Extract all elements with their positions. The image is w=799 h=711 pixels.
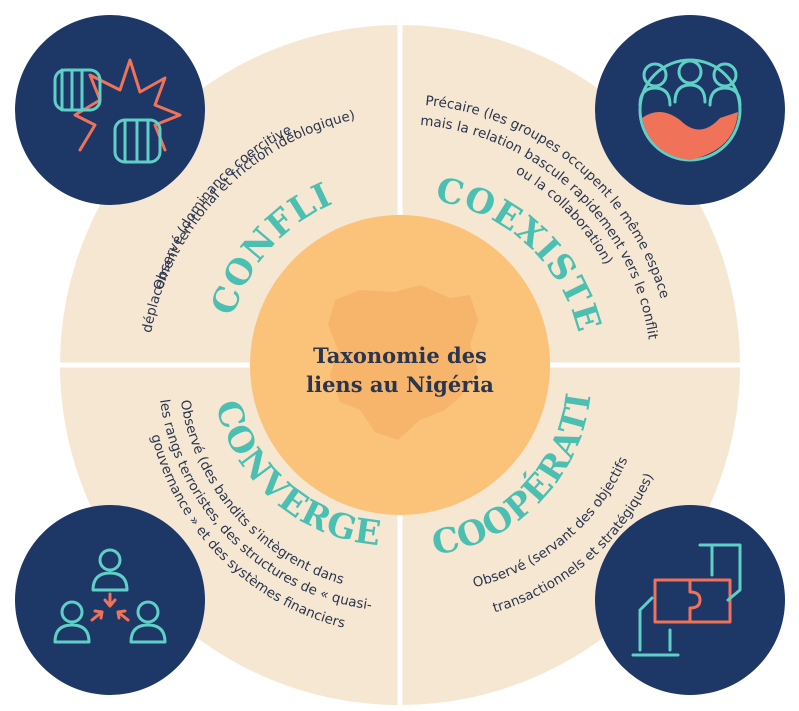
nigeria-map-silhouette [328,285,478,440]
people-converging-icon [15,505,205,695]
group-over-globe-icon [595,15,785,205]
center-title-line1: Taxonomie des [313,343,487,368]
center-title-line2: liens au Nigéria [306,372,494,397]
puzzle-handshake-icon [595,505,785,695]
fist-bump-clash-icon [15,15,205,205]
